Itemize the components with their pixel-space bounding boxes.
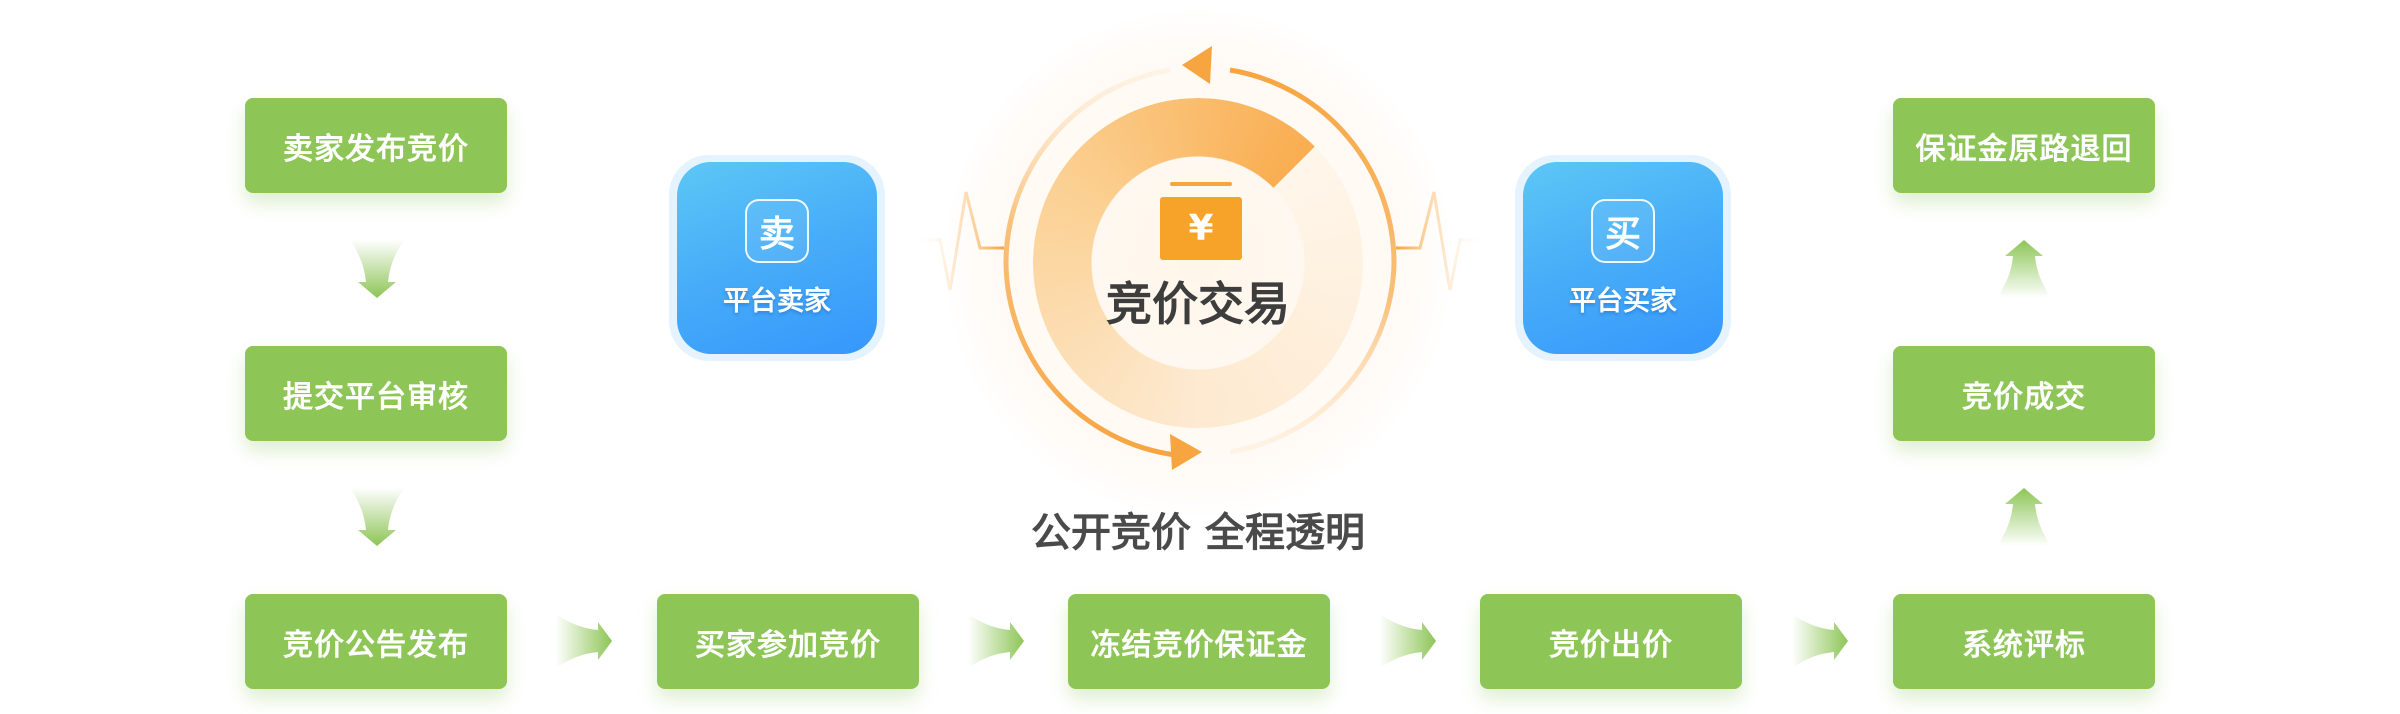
center-title: 竞价交易 [1106, 277, 1290, 331]
arrow-right-icon [1380, 614, 1436, 668]
platform-seller-card: 卖 平台卖家 [669, 155, 885, 361]
slogan: 公开竞价 全程透明 [1031, 510, 1365, 556]
step-freeze-deposit: 冻结竞价保证金 [1068, 594, 1330, 689]
platform-buyer-card: 买 平台买家 [1515, 155, 1731, 361]
arrow-up-icon [1997, 488, 2051, 546]
arrow-right-icon [556, 614, 612, 668]
currency-symbol: ¥ [1188, 208, 1214, 249]
step-seller-publish: 卖家发布竞价 [245, 98, 507, 193]
buyer-label: 平台买家 [1569, 285, 1677, 317]
step-announcement: 竞价公告发布 [245, 594, 507, 689]
arrow-up-icon [1997, 240, 2051, 298]
step-platform-review: 提交平台审核 [245, 346, 507, 441]
cycle-arrows-icon [920, 46, 1480, 470]
arrow-down-icon [350, 488, 404, 546]
arrow-right-icon [968, 614, 1024, 668]
arrow-right-icon [1792, 614, 1848, 668]
step-bid: 竞价出价 [1480, 594, 1742, 689]
step-deposit-refund: 保证金原路退回 [1893, 98, 2155, 193]
step-buyer-join: 买家参加竞价 [657, 594, 919, 689]
step-evaluation: 系统评标 [1893, 594, 2155, 689]
buy-icon: 买 [1591, 198, 1655, 263]
step-deal: 竞价成交 [1893, 346, 2155, 441]
wallet-yen-icon [1160, 182, 1242, 260]
sell-icon: 卖 [745, 198, 809, 263]
progress-ring [1033, 98, 1363, 428]
arrow-down-icon [350, 240, 404, 298]
seller-label: 平台卖家 [723, 285, 831, 317]
